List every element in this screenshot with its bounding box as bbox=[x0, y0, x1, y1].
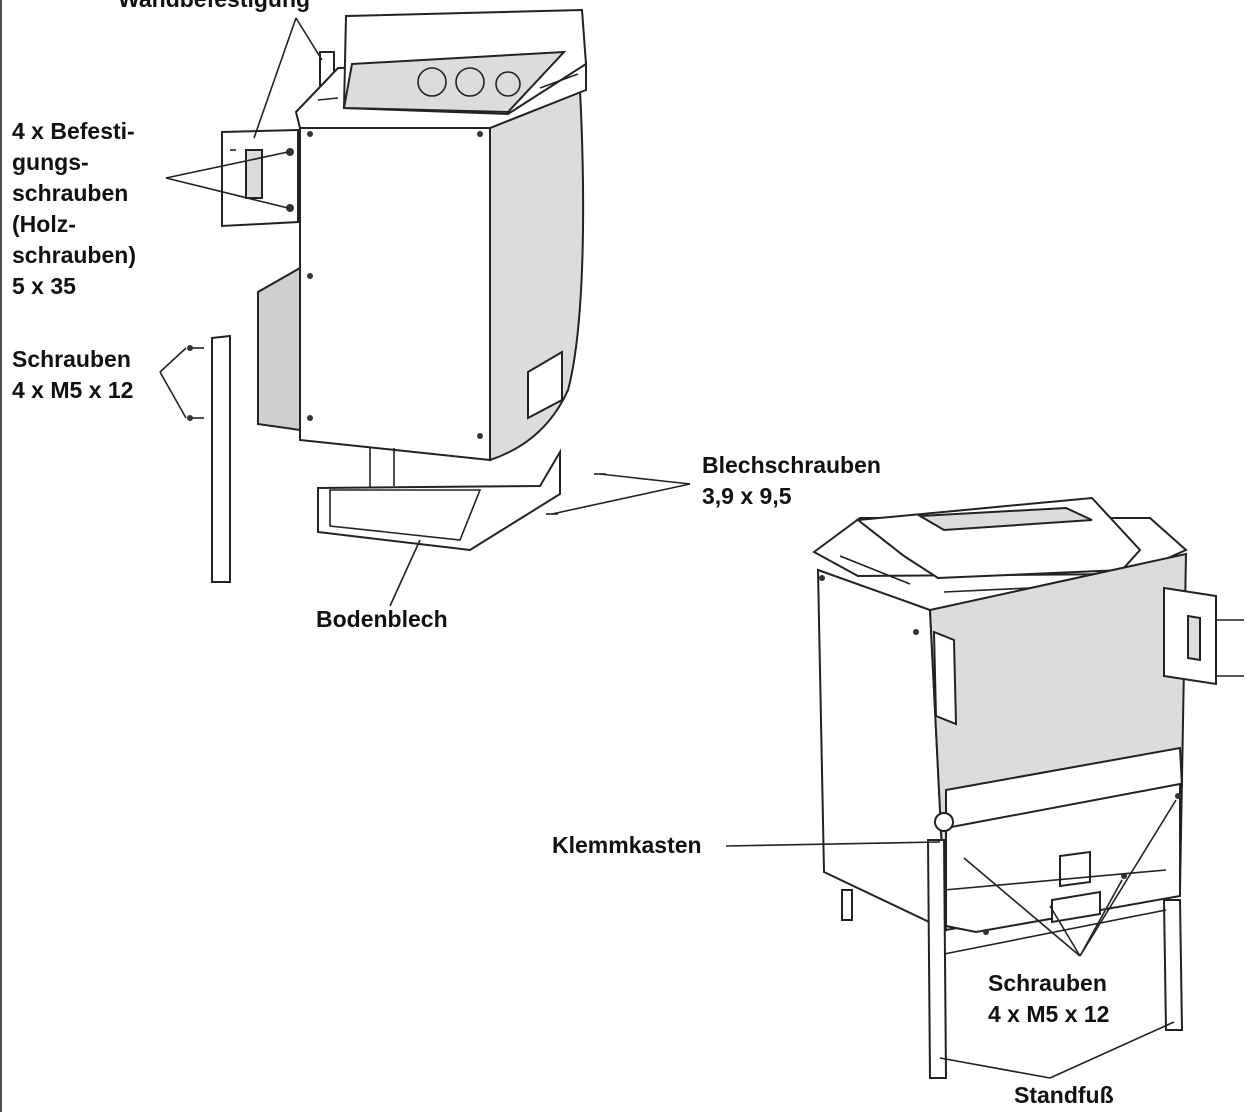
leg-left bbox=[211, 334, 231, 583]
label-schrauben-right: Schrauben 4 x M5 x 12 bbox=[988, 970, 1110, 1027]
terminal-box-left bbox=[257, 266, 301, 432]
label-klemmkasten: Klemmkasten bbox=[552, 832, 702, 858]
leg-back-right bbox=[1162, 899, 1184, 1031]
label-schrauben-left: Schrauben 4 x M5 x 12 bbox=[12, 346, 134, 403]
label-befestigungsschrauben: 4 x Befesti- gungs- schrauben (Holz- sch… bbox=[12, 118, 136, 299]
cabinet-front bbox=[299, 127, 491, 462]
right-heater bbox=[812, 496, 1244, 1079]
floor-plate bbox=[317, 448, 561, 552]
leader-lines-right bbox=[725, 799, 1177, 1079]
label-bodenblech: Bodenblech bbox=[316, 606, 448, 632]
cabinet-left-face bbox=[816, 568, 948, 932]
label-blechschrauben: Blechschrauben 3,9 x 9,5 bbox=[702, 452, 881, 509]
left-heater bbox=[187, 8, 606, 583]
label-wandbefestigung: Wandbefestigung bbox=[118, 0, 310, 15]
label-standfuss: Standfuß bbox=[1014, 1082, 1114, 1108]
leader-lines-left bbox=[159, 17, 691, 607]
leg-front-left bbox=[926, 839, 948, 1079]
